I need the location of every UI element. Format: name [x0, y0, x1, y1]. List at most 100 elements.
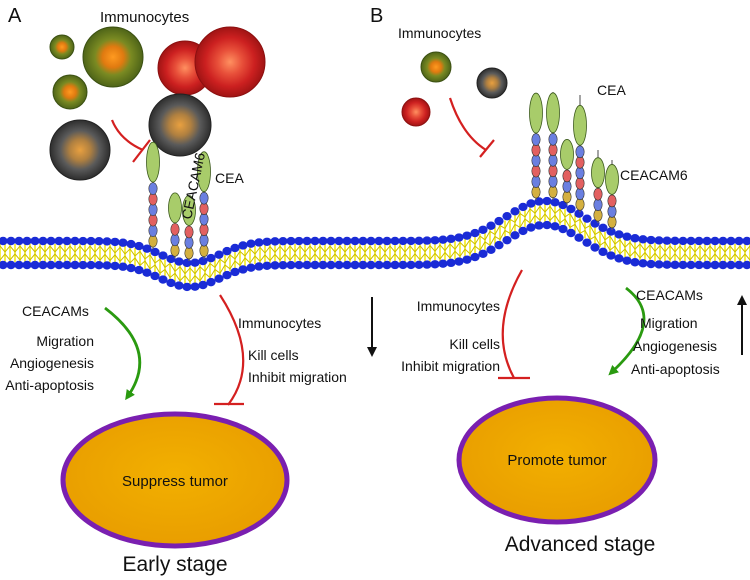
immunocyte-cell: [401, 97, 431, 127]
lipid-chain: [0, 205, 750, 275]
lipid-head: [638, 259, 648, 268]
lipid-head: [718, 236, 728, 246]
lipid-head: [510, 231, 520, 240]
lipid-head: [270, 261, 280, 270]
lipid-head: [174, 281, 184, 290]
lipid-head: [502, 211, 512, 221]
lipid-head: [126, 239, 136, 249]
inhibit-line-b-top: [448, 97, 487, 151]
stage-label-a: Early stage: [122, 553, 227, 576]
lipid-head: [366, 260, 376, 270]
immune-effect-item: Inhibit migration: [248, 369, 347, 385]
receptor: [546, 92, 560, 200]
lipid-head: [182, 258, 192, 268]
lipid-head: [558, 224, 568, 234]
stage-label-b: Advanced stage: [505, 533, 656, 556]
lipid-head: [350, 260, 360, 270]
lipid-head: [374, 236, 384, 246]
effect-item: Migration: [640, 315, 698, 331]
lipid-head: [222, 246, 232, 256]
lipid-head: [470, 228, 480, 238]
lipid-head: [686, 260, 696, 270]
label-cea-a: CEA: [215, 170, 244, 186]
lipid-head: [190, 258, 200, 267]
lipid-head: [518, 202, 528, 212]
lipid-head: [406, 236, 416, 246]
lipid-head: [22, 260, 32, 270]
lipid-head: [86, 260, 96, 270]
lipid-head: [566, 228, 576, 238]
lipid-head: [430, 260, 440, 269]
lipid-head: [446, 258, 456, 268]
lipid-head: [54, 236, 64, 246]
lipid-head: [150, 247, 160, 257]
lipid-head: [126, 263, 136, 273]
lipid-head: [614, 254, 624, 263]
lipid-head: [142, 268, 152, 277]
lipid-head: [334, 260, 344, 270]
lipid-head: [230, 267, 240, 277]
lipid-head: [294, 260, 304, 270]
lipid-head: [334, 236, 344, 246]
receptor: [560, 139, 574, 205]
lipid-head: [518, 226, 528, 236]
promotion-arrows: [104, 286, 646, 401]
lipid-head: [206, 253, 216, 263]
immune-effect-item: Inhibit migration: [401, 358, 500, 374]
lipid-head: [686, 236, 696, 246]
lipid-head: [118, 262, 128, 271]
lipid-head: [254, 262, 264, 271]
inhibit-bar-a-top: [132, 139, 151, 163]
lipid-head: [214, 274, 224, 283]
lipid-head: [158, 275, 168, 284]
lipid-head: [726, 260, 736, 270]
lipid-head: [382, 260, 392, 270]
lipid-head: [606, 251, 616, 260]
lipid-head: [246, 263, 256, 272]
lipid-head: [94, 237, 104, 246]
lipid-head: [342, 260, 352, 270]
lipid-head: [222, 270, 232, 280]
lipid-head: [598, 247, 608, 257]
lipid-head: [438, 259, 448, 268]
lipid-head: [326, 236, 336, 246]
lipid-head: [30, 260, 40, 270]
lipid-head: [590, 243, 600, 252]
label-ceacam6-b: CEACAM6: [620, 167, 688, 183]
immunocyte-cell: [194, 26, 266, 98]
lipid-chain: [0, 213, 750, 283]
lipid-head: [486, 245, 496, 254]
label-ceacams-a: CEACAMs: [22, 303, 89, 319]
lipid-head: [198, 280, 208, 290]
lipid-head: [366, 236, 376, 246]
lipid-head: [726, 236, 736, 246]
lipid-head: [150, 271, 160, 281]
immunocyte-cells-b: [401, 51, 508, 127]
lipid-head: [622, 232, 632, 241]
lipid-head: [46, 236, 56, 246]
lipid-head: [166, 254, 176, 264]
receptor: [573, 95, 587, 213]
lipid-head: [654, 236, 664, 245]
promote-arrow-a: [104, 306, 142, 401]
lipid-head: [70, 260, 80, 270]
lipid-head: [166, 278, 176, 288]
lipid-head: [6, 260, 16, 270]
lipid-head: [278, 236, 288, 246]
receptor: [591, 150, 605, 224]
lipid-head: [342, 236, 352, 246]
lipid-head: [110, 237, 120, 247]
lipid-head: [30, 236, 40, 246]
lipid-head: [550, 198, 560, 207]
immunocyte-cell: [148, 93, 212, 157]
lipid-head: [174, 257, 184, 266]
lipid-head: [398, 260, 408, 270]
lipid-head: [502, 235, 512, 245]
immunocyte-cell: [476, 67, 508, 99]
label-cea-b: CEA: [597, 82, 626, 98]
immunocyte-cell: [52, 74, 88, 110]
effects-list-a: Migration Angiogenesis Anti-apoptosis: [5, 333, 94, 393]
effect-item: Migration: [36, 333, 94, 349]
tumor-b: [456, 395, 658, 525]
